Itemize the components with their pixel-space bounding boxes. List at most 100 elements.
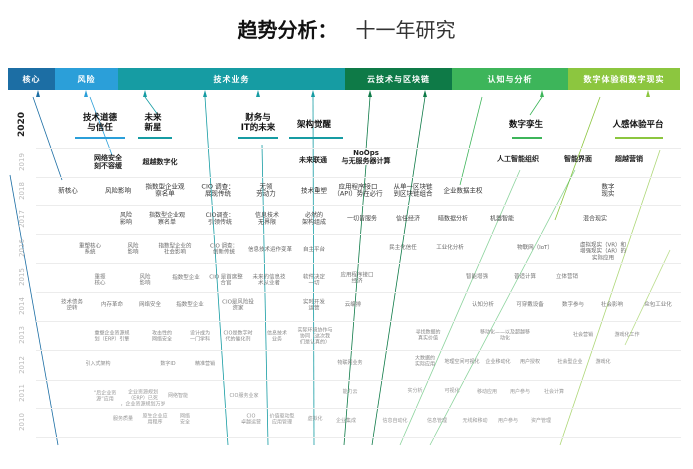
trend-item: 一切皆服务 (346, 215, 378, 223)
trend-item: 人工智能组织 (497, 154, 539, 163)
trend-item: 网络安全 刻不容缓 (94, 153, 122, 170)
trend-item: 必然的 架构组成 (301, 212, 327, 226)
year-label: 2011 (18, 384, 26, 402)
year-label: 2018 (18, 182, 26, 200)
trend-item: 应用程序接口 （API）势在必行 (333, 182, 383, 198)
trend-item: 企业资源规划 （ERP）已死 ，企业资源规划万岁 (120, 389, 166, 407)
trend-item: 设计成为 一门学科 (189, 330, 211, 342)
trend-item: 超越营销 (615, 154, 643, 163)
trend-item: 数字孪生 (508, 120, 544, 131)
category-label: 风险 (77, 74, 96, 84)
trend-item: CIO 卓越运营 (240, 413, 262, 425)
year-label: 2019 (18, 153, 26, 171)
trend-item: 指数型企业观 察名单 (145, 182, 185, 198)
year-label: 2017 (18, 210, 26, 228)
trend-item: 架构觉醒 (296, 120, 332, 131)
trend-item: 实分析 (407, 388, 423, 395)
trend-item: 移动化——以及超越移 动化 (479, 329, 531, 341)
trend-item: 企业移动化 (485, 359, 511, 366)
trend-item: 指数型企业 (176, 301, 204, 308)
row-divider (36, 321, 681, 322)
trend-item: 人感体验平台 (612, 120, 664, 131)
trend-item: 数字ID (160, 361, 176, 368)
underline (238, 137, 278, 139)
trend-item: 智能界面 (564, 154, 592, 163)
trend-item: 财务与 IT的未来 (240, 113, 276, 133)
category-label: 数字体验和数字现实 (583, 74, 665, 84)
trend-item: 用户参与 (497, 418, 519, 425)
trend-item: NoOps 与无服务器计算 (341, 148, 391, 165)
trend-item: 风险影响 (105, 186, 131, 195)
category-risk: 风险 (55, 68, 118, 90)
underline (138, 137, 172, 139)
trend-item: 技术重塑 (301, 186, 327, 195)
trend-item: 自主平台 (302, 246, 326, 253)
trend-item: 数字 现实 (601, 182, 615, 198)
trend-item: 能力云 (342, 389, 358, 396)
trend-item: CIO是数字时 代的催化剂 (223, 330, 253, 342)
trend-item: 实际环境协作与 协同（这次我 们是认真的） (297, 327, 333, 345)
year-label: 2014 (18, 297, 26, 315)
row-divider (36, 350, 681, 351)
trend-item: 可视化 (444, 388, 460, 395)
trend-item: 信息技术 业务 (266, 330, 288, 342)
trend-item: 未来的信息技 术从业者 (252, 274, 286, 287)
category-cloud-blockchain: 云技术与区块链 (345, 68, 452, 90)
trend-item: 风险 影响 (139, 274, 151, 287)
year-label: 2015 (18, 268, 26, 286)
trend-item: 混合现实 (582, 215, 608, 223)
trend-item: 企业数据主权 (443, 186, 483, 195)
trend-item: 数字参与 (561, 301, 585, 308)
trend-item: 内存革命 (100, 301, 124, 308)
trend-item: 工业化分析 (436, 244, 464, 251)
trend-item: 用户授权 (519, 359, 541, 366)
row-divider (36, 205, 681, 206)
trend-item: 民主化信任 (389, 244, 417, 251)
category-label: 云技术与区块链 (367, 74, 430, 84)
row-divider (36, 437, 681, 438)
trend-item: 信息技术运作变革 (247, 246, 293, 253)
trend-item: 用户参与 (509, 389, 531, 396)
trend-item: 虚拟现实（VR）和 增强现实（AR）的 实际应用 (579, 242, 627, 262)
trend-item: 信息管理 (426, 418, 448, 425)
underline (75, 137, 125, 139)
page-title: 趋势分析： 十一年研究 (0, 14, 693, 43)
title-main: 趋势分析： (237, 18, 338, 42)
category-label: 认知与分析 (487, 74, 533, 84)
trend-item: 寻找数据的 真实价值 (415, 329, 441, 341)
underline (289, 137, 343, 139)
trend-item: 价值驱动型 应用管理 (269, 413, 295, 425)
trend-item: 物联网（IoT） (517, 244, 553, 251)
underline (615, 137, 663, 139)
category-cognitive-analytics: 认知与分析 (452, 68, 568, 90)
trend-item: CIO是风险投 资家 (222, 299, 254, 312)
category-label: 核心 (22, 74, 41, 84)
trend-item: 重塑核心 系统 (78, 243, 102, 256)
trend-item: 社会计算 (543, 389, 565, 396)
trend-item: 大数据的 实际应用 (414, 355, 436, 367)
year-label: 2013 (18, 326, 26, 344)
trend-item: 社会型企业 (557, 359, 583, 366)
trend-item: 智能增强 (465, 273, 489, 280)
row-divider (36, 234, 681, 235)
trend-item: 游戏化 (595, 359, 611, 366)
trend-item: 超越数字化 (142, 157, 178, 166)
trend-item: 暗数据分析 (437, 215, 469, 223)
trend-item: 风险 影响 (127, 243, 139, 256)
trend-item: 指数型企业观 察名单 (148, 212, 186, 226)
title-sub: 十一年研究 (355, 18, 456, 42)
trend-item: 技术债务 逆转 (60, 299, 84, 312)
trend-item: 资产管理 (530, 418, 552, 425)
year-label: 2016 (18, 239, 26, 257)
trend-item: 游戏化工作 (614, 332, 640, 339)
trend-item: 物联网业务 (337, 360, 363, 367)
category-digital-experience: 数字体验和数字现实 (568, 68, 680, 90)
trend-item: 社会营销 (572, 332, 594, 339)
trend-item: 应用程序接口 经济 (340, 272, 374, 285)
trend-item: 引入式架构 (85, 361, 111, 368)
trend-item: 重塑企业资源规 划（ERP）引擎 (94, 330, 130, 342)
category-tech-business: 技术业务 (118, 68, 345, 90)
trend-item: 指数型企业 (172, 274, 200, 281)
row-divider (36, 177, 681, 178)
year-label: 2010 (18, 413, 26, 431)
